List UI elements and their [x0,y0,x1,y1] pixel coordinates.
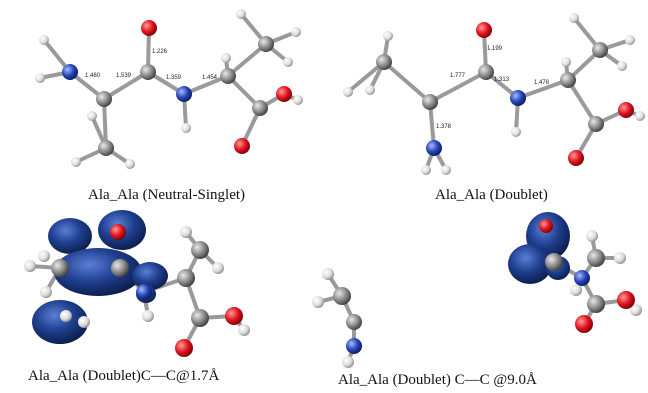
bond-length-labels: 1.226 1.460 1.539 1.359 1.454 [85,49,218,81]
orbital-lobes [32,210,168,344]
bond-length-label: 1.199 [487,46,503,52]
bonds [346,16,642,172]
panel-doublet-1-7 [24,210,250,357]
atoms [343,13,645,175]
bond-length-label: 1.378 [436,124,452,130]
panel-doublet-9-0 [312,212,642,368]
caption-doublet-9-0: Ala_Ala (Doublet) C—C @9.0Å [338,372,537,388]
caption-neutral-singlet: Ala_Ala (Neutral-Singlet) [88,187,246,203]
bond-length-label: 1.460 [85,73,101,79]
panel-neutral-singlet: 1.226 1.460 1.539 1.359 1.454 [35,9,303,169]
atoms [24,224,250,357]
bond-length-label: 1.777 [450,73,466,79]
atoms [312,219,642,368]
bond-length-label: 1.454 [202,75,218,81]
bond-length-label: 1.539 [116,73,132,79]
bond-length-label: 1.226 [152,49,168,55]
bond-length-labels: 1.199 1.777 1.313 1.478 1.378 [436,46,550,130]
bonds [38,12,300,166]
bond-length-label: 1.313 [494,77,510,83]
orbital-lobes [508,212,570,284]
bond-length-label: 1.359 [166,75,182,81]
caption-doublet-1-7: Ala_Ala (Doublet)C—C@1.7Å [28,368,220,384]
panel-doublet: 1.199 1.777 1.313 1.478 1.378 [343,13,645,175]
atoms [35,9,303,169]
caption-doublet: Ala_Ala (Doublet) [435,187,548,203]
bond-length-label: 1.478 [534,80,550,86]
